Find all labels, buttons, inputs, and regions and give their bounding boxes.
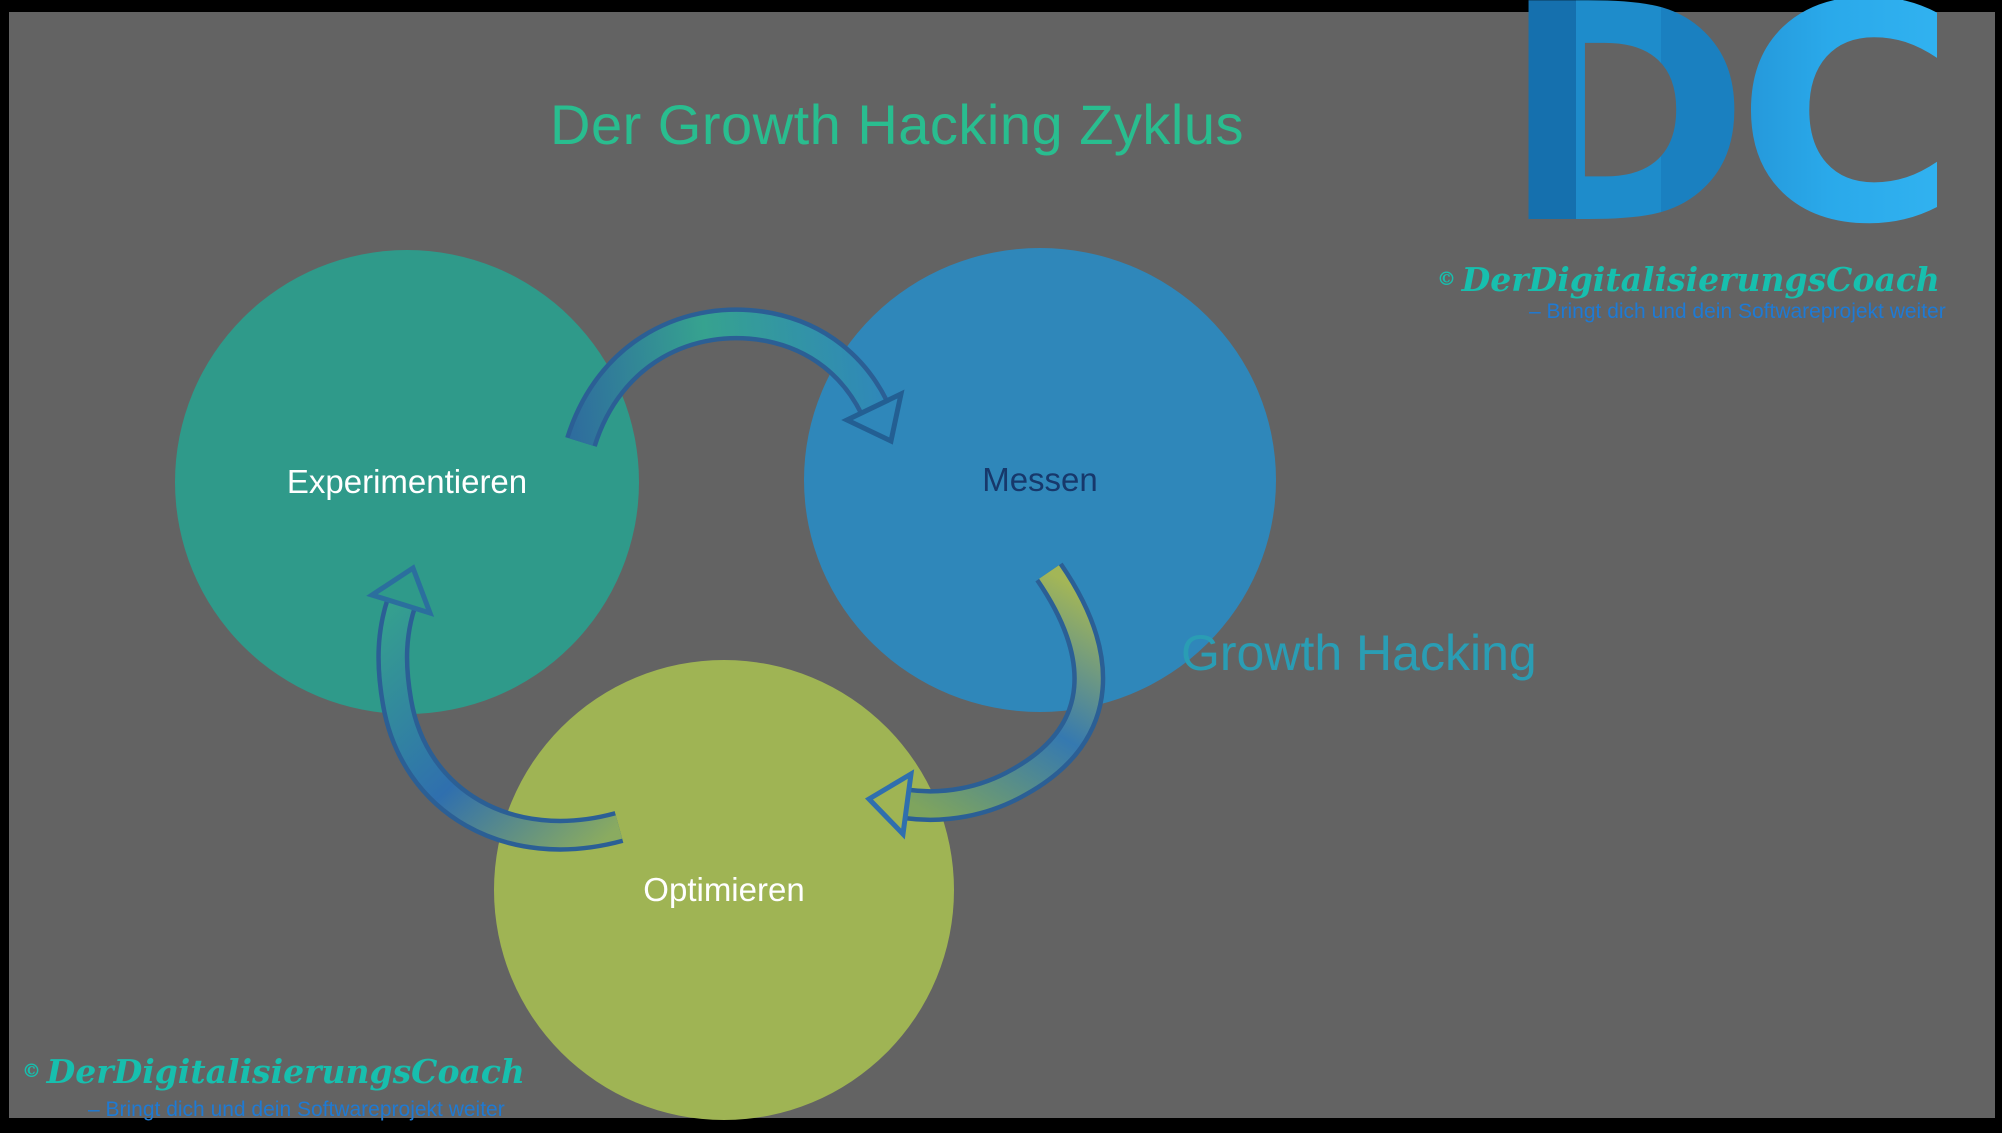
brand-tagline-bottom: – Bringt dich und dein Softwareprojekt w…	[88, 1098, 505, 1121]
brand-name-text: DerDigitalisierungsCoach	[1461, 260, 1940, 299]
page-title: Der Growth Hacking Zyklus	[550, 93, 1245, 156]
cycle-node-experimentieren: Experimentieren	[175, 250, 639, 714]
cycle-node-experimentieren-label: Experimentieren	[286, 463, 528, 500]
copyright-symbol-bottom: ©	[22, 1060, 41, 1082]
brand-name-text-bottom: DerDigitalisierungsCoach	[46, 1052, 525, 1091]
cycle-node-optimieren-label: Optimieren	[643, 871, 805, 908]
brand-name-bottom: © DerDigitalisierungsCoach	[22, 1052, 525, 1091]
watermark-text: Growth Hacking	[1181, 625, 1537, 681]
logo-letter-d: D	[1501, 0, 1750, 290]
brand-name-top: © DerDigitalisierungsCoach	[1437, 260, 1940, 299]
cycle-node-messen-label: Messen	[982, 461, 1098, 498]
brand-tagline-top: – Bringt dich und dein Softwareprojekt w…	[1529, 300, 1946, 323]
brand-logo: DC	[1501, 0, 1956, 266]
copyright-symbol: ©	[1437, 268, 1456, 290]
slide-background: Der Growth Hacking Zyklus Experimentiere…	[9, 0, 1995, 1121]
cycle-node-optimieren: Optimieren	[494, 660, 954, 1120]
logo-letter-c: C	[1736, 0, 1956, 290]
